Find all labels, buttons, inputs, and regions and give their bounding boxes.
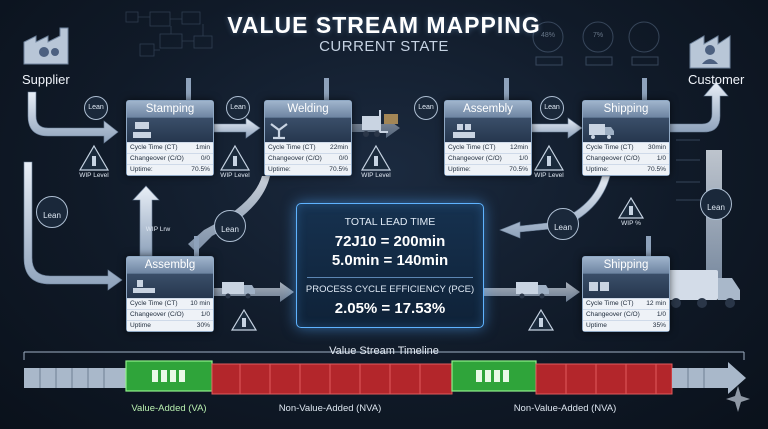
nva-label-2: Non-Value-Added (NVA) bbox=[513, 403, 617, 414]
wip-label-2: WIP Level bbox=[220, 172, 250, 179]
timeline-arrowhead bbox=[728, 362, 746, 394]
timeline-nva-ticks bbox=[239, 364, 657, 394]
workstation-icon bbox=[127, 274, 213, 298]
ct-row: Cycle Time (CT)22min bbox=[265, 142, 351, 153]
lead-time-line-1: 72J10 = 200min bbox=[334, 233, 446, 250]
nva-label-1: Non-Value-Added (NVA) bbox=[278, 403, 382, 414]
ct-row: Cycle Time (CT)12min bbox=[445, 142, 531, 153]
lean-badge-1: Lean bbox=[84, 96, 108, 120]
process-box-shipping[interactable]: Shipping Cycle Time (CT)30min Changeover… bbox=[582, 100, 670, 176]
timeline-nva-1 bbox=[211, 363, 453, 395]
customer-label: Customer bbox=[688, 72, 745, 87]
sparkle-icon bbox=[726, 386, 750, 412]
ct-row: Cycle Time (CT)10 min bbox=[127, 298, 213, 309]
process-box-welding[interactable]: Welding Cycle Time (CT)22min Changeover … bbox=[264, 100, 352, 176]
uptime-row: Uptime:70.5% bbox=[127, 164, 213, 175]
page-title: VALUE STREAM MAPPING bbox=[227, 12, 541, 38]
process-title: Assemblg bbox=[127, 257, 213, 274]
timeline-va-bars bbox=[152, 370, 509, 382]
press-machine-icon bbox=[127, 118, 213, 142]
lead-time-label: TOTAL LEAD TIME bbox=[344, 216, 436, 228]
lean-badge-3: Lean bbox=[414, 96, 438, 120]
lean-badge-welding: Lean bbox=[214, 210, 246, 242]
timeline-nva-2 bbox=[535, 363, 673, 395]
process-box-assembly[interactable]: Assembly Cycle Time (CT)12min Changeover… bbox=[444, 100, 532, 176]
ct-row: Cycle Time (CT)1min bbox=[127, 142, 213, 153]
assembly-icon bbox=[445, 118, 531, 142]
supplier-to-assemblg-arrow bbox=[23, 161, 123, 291]
dashboard-decoration bbox=[532, 21, 700, 201]
supplier-factory-icon bbox=[23, 27, 69, 65]
wip-label-3: WIP Level bbox=[361, 172, 391, 179]
timeline-track-left bbox=[24, 368, 128, 388]
timeline-title: Value Stream Timeline bbox=[329, 345, 439, 357]
lead-time-line-2: 5.0min = 140min bbox=[331, 252, 449, 269]
ct-row: Cycle Time (CT)12 min bbox=[583, 298, 669, 309]
truck-icon-left bbox=[222, 282, 255, 299]
timeline-va-1 bbox=[125, 360, 213, 392]
assembly-to-shipping-arrow bbox=[529, 117, 583, 139]
wip-label-4: WIP Level bbox=[534, 172, 564, 179]
page-subtitle: CURRENT STATE bbox=[319, 38, 449, 55]
process-title: Shipping bbox=[583, 101, 669, 118]
wip-triangle-marks bbox=[92, 156, 633, 327]
boxes-icon bbox=[583, 274, 669, 298]
chimney-icons bbox=[186, 78, 651, 256]
blueprint-decoration bbox=[125, 11, 213, 57]
lean-badge-4: Lean bbox=[540, 96, 564, 120]
uptime-row: Uptime:70.5% bbox=[445, 164, 531, 175]
process-title: Stamping bbox=[127, 101, 213, 118]
robot-arm-icon bbox=[265, 118, 351, 142]
truck-icon bbox=[583, 118, 669, 142]
customer-to-bottom-shipping-arrow bbox=[706, 150, 722, 292]
co-row: Changeover (C/O)0/0 bbox=[127, 153, 213, 164]
ct-row: Cycle Time (CT)30min bbox=[583, 142, 669, 153]
timeline-track-right bbox=[672, 368, 728, 388]
truck-icon-center bbox=[516, 282, 549, 299]
customer-building-icon bbox=[689, 35, 731, 69]
supplier-label: Supplier bbox=[22, 72, 70, 87]
timeline-ticks bbox=[39, 368, 705, 388]
shipping-to-customer-arrow bbox=[667, 81, 729, 133]
truck-icon-large bbox=[662, 270, 740, 308]
co-row: Changeover (C/O)1/0 bbox=[445, 153, 531, 164]
va-label: Value-Added (VA) bbox=[131, 403, 207, 414]
lean-badge-left: Lean bbox=[36, 196, 68, 228]
pce-value: 2.05% = 17.53% bbox=[334, 300, 446, 317]
gauge-value-2: 7% bbox=[592, 32, 604, 39]
lean-badge-2: Lean bbox=[226, 96, 250, 120]
assemblg-up-arrow bbox=[132, 185, 160, 257]
summary-divider bbox=[307, 277, 473, 278]
summary-panel: TOTAL LEAD TIME 72J10 = 200min 5.0min = … bbox=[296, 203, 484, 328]
process-box-shipping-bottom[interactable]: Shipping Cycle Time (CT)12 min Changeove… bbox=[582, 256, 670, 332]
gauge-value-1: 48% bbox=[540, 32, 555, 39]
uptime-row: Uptime:70.5% bbox=[265, 164, 351, 175]
supplier-to-stamping-arrow bbox=[27, 91, 119, 144]
co-row: Changeover (C/O)1/0 bbox=[127, 309, 213, 320]
process-title: Shipping bbox=[583, 257, 669, 274]
uptime-row: Uptime:70.5% bbox=[583, 164, 669, 175]
pce-label: PROCESS CYCLE EFFICIENCY (PCE) bbox=[305, 284, 475, 295]
welding-down-curve bbox=[188, 176, 270, 252]
wip-label-bottom-left: WIP Lrw bbox=[145, 226, 171, 233]
wip-label-bottom-right: WIP % bbox=[621, 220, 641, 227]
co-row: Changeover (C/O)1/0 bbox=[583, 309, 669, 320]
co-row: Changeover (C/O)1/0 bbox=[583, 153, 669, 164]
forklift-icon bbox=[362, 110, 398, 137]
process-title: Welding bbox=[265, 101, 351, 118]
process-box-stamping[interactable]: Stamping Cycle Time (CT)1min Changeover … bbox=[126, 100, 214, 176]
co-row: Changeover (C/O)0/0 bbox=[265, 153, 351, 164]
process-title: Assembly bbox=[445, 101, 531, 118]
lean-badge-shipping: Lean bbox=[547, 208, 579, 240]
stamping-to-welding-arrow bbox=[213, 117, 261, 139]
lean-badge-customer: Lean bbox=[700, 188, 732, 220]
wip-label-1: WIP Level bbox=[79, 172, 109, 179]
process-box-assemblg[interactable]: Assemblg Cycle Time (CT)10 min Changeove… bbox=[126, 256, 214, 332]
